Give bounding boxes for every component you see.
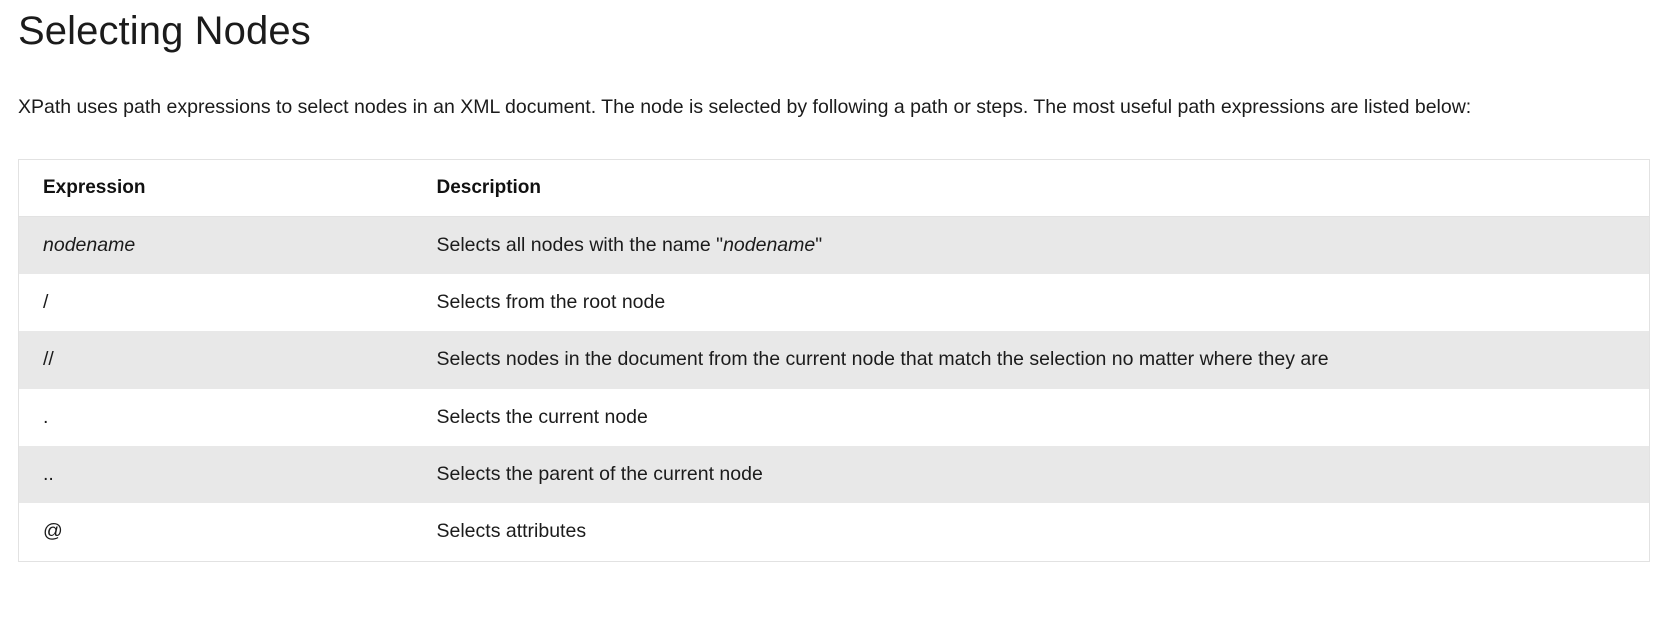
intro-paragraph: XPath uses path expressions to select no… — [18, 96, 1472, 118]
table-row: //Selects nodes in the document from the… — [18, 331, 1650, 389]
cell-expression: nodename — [18, 216, 413, 274]
table-row: @Selects attributes — [18, 503, 1650, 562]
cell-expression: / — [18, 273, 413, 332]
column-header-description: Description — [412, 159, 1650, 217]
cell-expression: . — [18, 388, 413, 446]
page-content: Selecting Nodes XPath uses path expressi… — [18, 9, 1650, 562]
cell-description: Selects attributes — [412, 503, 1650, 562]
cell-description: Selects the current node — [412, 388, 1650, 446]
table-row: .Selects the current node — [18, 388, 1650, 446]
table-row: /Selects from the root node — [18, 273, 1650, 332]
table-row: ..Selects the parent of the current node — [18, 445, 1650, 504]
cell-description: Selects nodes in the document from the c… — [412, 331, 1650, 389]
cell-expression: // — [18, 331, 413, 389]
expression-italic-text: nodename — [43, 233, 136, 256]
table-header-row: Expression Description — [18, 159, 1650, 217]
cell-description: Selects all nodes with the name "nodenam… — [412, 216, 1650, 274]
cell-expression: .. — [18, 445, 413, 504]
description-italic-text: nodename — [723, 233, 816, 256]
page-title: Selecting Nodes — [18, 9, 311, 53]
cell-description: Selects from the root node — [412, 273, 1650, 332]
cell-description: Selects the parent of the current node — [412, 445, 1650, 504]
column-header-expression: Expression — [18, 159, 413, 217]
table-header: Expression Description — [18, 159, 1650, 217]
cell-expression: @ — [18, 503, 413, 562]
